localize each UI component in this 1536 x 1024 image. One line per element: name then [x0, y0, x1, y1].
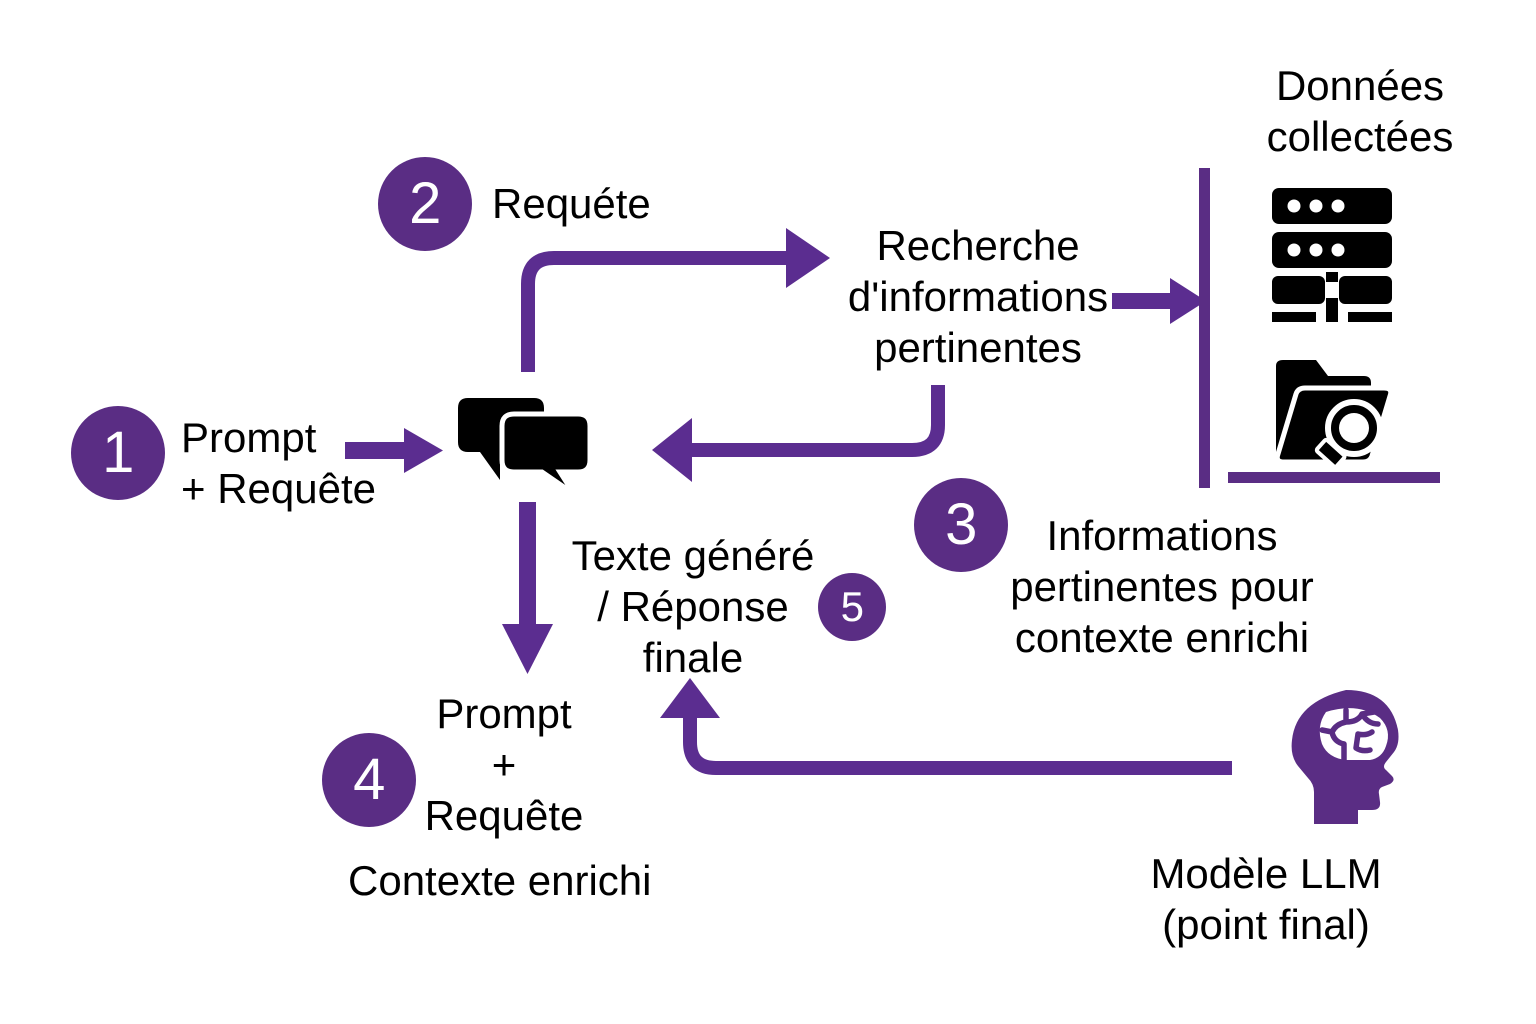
- step-3-number: 3: [945, 492, 977, 557]
- step-3-label: Informations pertinentes pour contexte e…: [1010, 512, 1314, 662]
- arrow-query-to-search: [521, 228, 830, 372]
- collected-data-label: Données collectées: [1266, 62, 1454, 161]
- step-1-number: 1: [102, 420, 134, 485]
- brain-head-icon: [1288, 688, 1412, 828]
- step-badge-2[interactable]: 2: [378, 157, 472, 251]
- search-info-label: Recherche d'informations pertinentes: [847, 222, 1109, 372]
- step-1-label: Prompt + Requête: [181, 414, 376, 513]
- enriched-context-label: Contexte enrichi: [348, 857, 652, 904]
- database-server-icon: [1272, 188, 1392, 328]
- arrow-results-to-chat: [652, 385, 945, 482]
- step-badge-4[interactable]: 4: [322, 733, 416, 827]
- chat-bubbles-icon: [456, 396, 593, 497]
- step-badge-1[interactable]: 1: [71, 406, 165, 500]
- step-4-label: Prompt + Requête: [424, 690, 584, 840]
- llm-model-label: Modèle LLM (point final): [1150, 850, 1382, 949]
- arrow-search-to-data: [1112, 278, 1206, 324]
- arrow-llm-to-response: [660, 678, 1232, 775]
- step-4-number: 4: [353, 747, 385, 812]
- step-badge-3[interactable]: 3: [914, 478, 1008, 572]
- step-5-label: Texte généré / Réponse finale: [571, 532, 815, 682]
- folder-search-icon: [1272, 358, 1400, 474]
- arrow-chat-to-enriched: [502, 502, 553, 674]
- step-2-label: Requéte: [492, 180, 651, 227]
- step-2-number: 2: [409, 171, 441, 236]
- step-badge-5[interactable]: 5: [818, 573, 886, 641]
- step-5-number: 5: [840, 583, 864, 630]
